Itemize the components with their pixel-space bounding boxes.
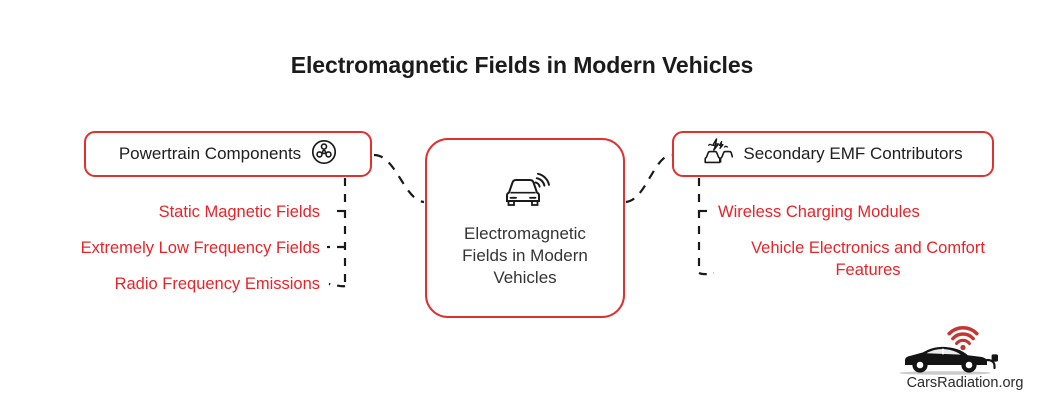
sub-item-left-2[interactable]: Radio Frequency Emissions [114, 275, 320, 293]
branch-node-powertrain[interactable]: Powertrain Components [84, 131, 372, 177]
site-logo[interactable]: CarsRadiation.org [893, 323, 1037, 395]
branch-node-secondary[interactable]: Secondary EMF Contributors [672, 131, 994, 177]
sub-item-right-0[interactable]: Wireless Charging Modules [718, 203, 920, 221]
sub-item-left-0[interactable]: Static Magnetic Fields [158, 203, 320, 221]
center-node-line-0: Electromagnetic [464, 223, 586, 243]
sub-item-right-1[interactable]: Vehicle Electronics and Comfort Features [751, 239, 985, 279]
logo-text: CarsRadiation.org [906, 375, 1024, 391]
cars-lightning-icon [703, 137, 734, 171]
branch-label-left: Powertrain Components [118, 144, 302, 163]
center-node-line-2: Vehicles [493, 267, 557, 287]
center-node-line-1: Fields in Modern [462, 245, 588, 265]
sub-item-left-1[interactable]: Extremely Low Frequency Fields [80, 239, 320, 257]
ev-car-radiation-logo [899, 326, 998, 375]
car-signal-icon [497, 168, 553, 217]
center-node[interactable]: Electromagnetic Fields in Modern Vehicle… [425, 138, 625, 318]
engine-fan-icon [311, 139, 337, 170]
page-title: Electromagnetic Fields in Modern Vehicle… [290, 52, 754, 78]
center-node-label: Electromagnetic Fields in Modern Vehicle… [462, 223, 588, 289]
branch-label-right: Secondary EMF Contributors [743, 144, 963, 163]
